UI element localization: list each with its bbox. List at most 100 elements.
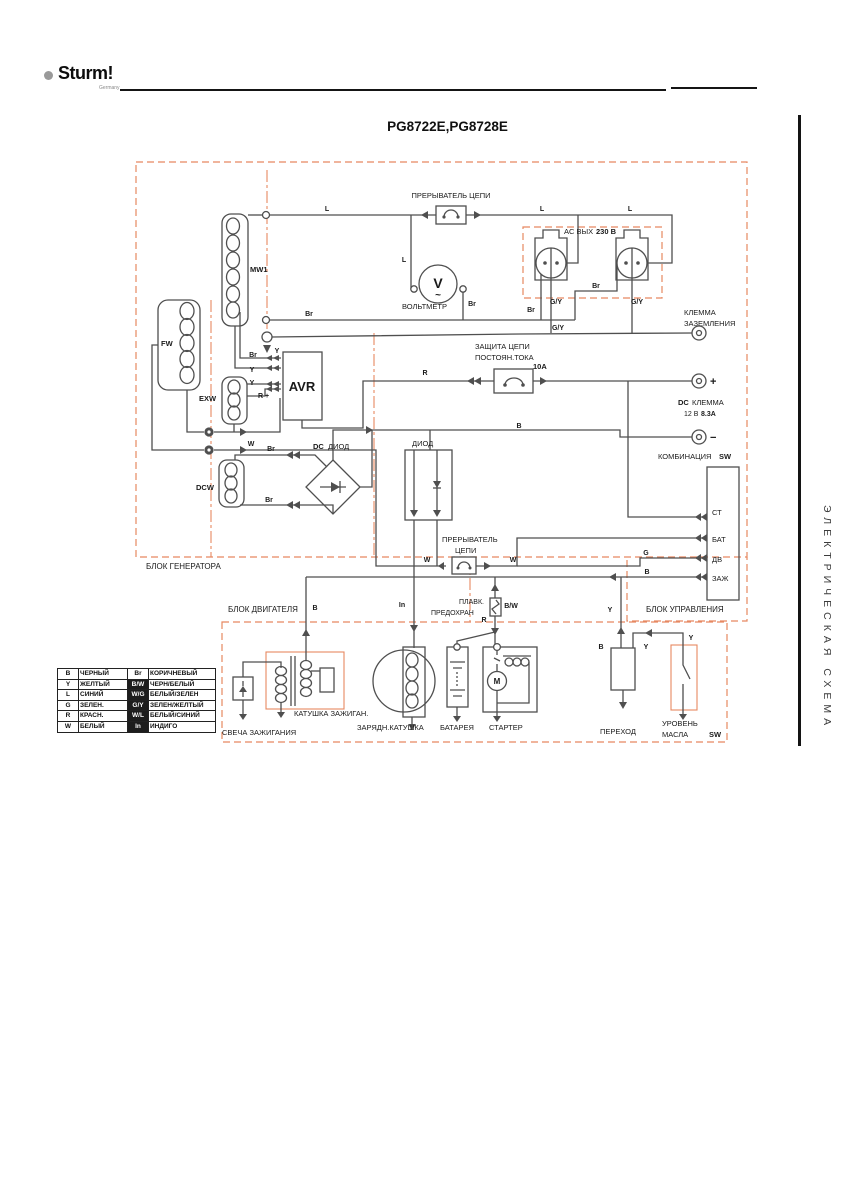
wire-label: Br [527,307,535,314]
dc-minus-terminal: − [691,429,716,445]
wire-label: Br [267,446,275,453]
legend-color-name: ИНДИГО [148,720,216,733]
oil-switch-frame [670,644,698,711]
battery-label: БАТАРЕЯ [440,723,474,732]
wire-label: B [598,644,603,651]
ac-wiring [248,210,693,353]
legend-color-name: ЖЕЛТЫЙ [78,678,128,691]
legend-code: G/Y [127,699,149,712]
ac-output-label: AC ВЫХ [564,227,593,236]
diode-label: ДИОД [412,439,433,448]
wire-label: Y [275,348,280,355]
oil-level-label-2: МАСЛА [662,730,688,739]
b-bus-wire [332,429,692,460]
dc-rating-volt: 12 В [684,411,699,418]
legend-code: R [57,710,79,722]
engine-block-label: БЛОК ДВИГАТЕЛЯ [228,605,298,614]
spark-plug: СВЕЧА ЗАЖИГАНИЯ [222,661,296,737]
legend-color-name: ЗЕЛЕН/ЖЕЛТЫЙ [148,699,216,712]
dc-protection: ЗАЩИТА ЦЕПИ ПОСТОЯН.ТОКА 10A [301,342,705,518]
generator-block-border [135,161,748,558]
diode-unit: ДИОД [404,430,453,648]
legend-code: B/W [127,678,149,691]
dc-protect-label-1: ЗАЩИТА ЦЕПИ [475,342,530,351]
dc-rating-amp: 8.3A [701,411,716,418]
wire-label: Y [608,607,613,614]
wire-label: G/Y [550,299,562,306]
dc-protect-label-2: ПОСТОЯН.ТОКА [475,353,534,362]
legend-code: L [57,689,79,701]
b-bus-arrow [366,426,373,434]
mw1-winding: MW1 [221,213,268,327]
legend-color-name: ЗЕЛЕН. [78,699,128,712]
fuse-unit: ПЛАВК. ПРЕДОХРАН [431,577,502,647]
dc-bold-label: DC [678,398,689,407]
exw-winding: EXW [199,376,248,425]
starter-motor-symbol: M [494,677,501,686]
brand-sub-label: Germany [99,85,120,91]
minus-sign: − [710,432,716,444]
battery: БАТАРЕЯ [440,631,496,732]
ignition-coil: КАТУШКА ЗАЖИГАН. [274,577,368,718]
brush-nodes [151,344,446,570]
plus-sign: + [710,376,716,388]
right-rule [798,115,801,746]
wire-label: Y [644,644,649,651]
r-plus-label: R + [258,393,269,400]
control-block-border [626,557,748,622]
wire-label: L [628,206,633,213]
wire-label: W [248,441,255,448]
circuit-breaker-2-label-2: ЦЕПИ [455,546,476,555]
dc-plus-terminal: + [691,373,716,389]
spark-plug-label: СВЕЧА ЗАЖИГАНИЯ [222,728,296,737]
wire-label: Br [592,283,600,290]
wire-label: Y [250,367,255,374]
legend-color-name: КОРИЧНЕВЫЙ [148,668,216,680]
side-caption: ЭЛЕКТРИЧЕСКАЯ СХЕМА [821,505,833,731]
wire-label: L [540,206,545,213]
voltmeter-symbol: V [433,275,443,291]
ground-label-1: КЛЕММА [684,308,716,317]
combo-label: КОМБИНАЦИЯ [658,452,711,461]
combo-sw-label: SW [719,452,732,461]
oil-sw-label: SW [709,730,722,739]
ground-label-2: ЗАЗЕМЛЕНИЯ [684,319,735,328]
wire-label: W [510,557,517,564]
legend-code: G [57,699,79,712]
legend-code: W [57,720,79,733]
legend-code: W/L [127,710,149,722]
combo-terminal-zazh: ЗАЖ [712,574,729,583]
wire-label: R [481,617,486,624]
ac-outlet-1 [534,229,568,281]
avr-label: AVR [289,379,316,394]
charging-coil: ЗАРЯДН.КАТУШКА [357,646,436,732]
header-rule-left [120,89,666,91]
generator-block-label: БЛОК ГЕНЕРАТОРА [146,562,221,571]
wire-label: B [312,605,317,612]
legend-color-name: ЧЕРНЫЙ [78,668,128,680]
wire-label: G [643,550,649,557]
control-block-label: БЛОК УПРАВЛЕНИЯ [646,605,724,614]
dv-wire [517,557,705,567]
header-rule-right [671,87,757,89]
combo-terminal-st: СТ [712,508,722,517]
bat-wire [476,537,705,567]
charging-coil-label: ЗАРЯДН.КАТУШКА [357,723,424,732]
dc-diode-dc-label: DC [313,442,324,451]
dcw-winding: DCW [196,459,245,508]
page-title: PG8722E,PG8728E [387,119,508,134]
dc-diode-label: ДИОД [328,442,349,451]
voltmeter-label: ВОЛЬТМЕТР [402,302,447,311]
legend-code: B [57,668,79,680]
voltmeter-ac-symbol: ~ [435,290,441,301]
dc-rectifier: DC ДИОД [234,430,373,515]
brand-bullet-icon [44,71,53,80]
combo-terminal-dv: ДВ [712,555,722,564]
wire-label: Y [689,635,694,642]
exw-label: EXW [199,394,217,403]
